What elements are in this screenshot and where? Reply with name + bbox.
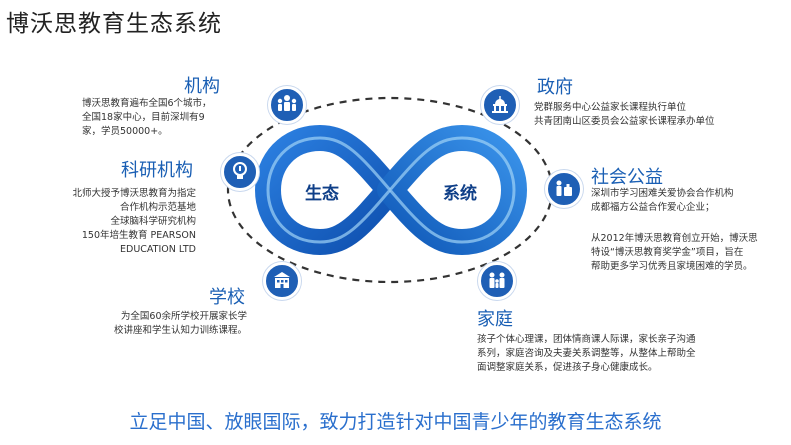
node-desc-jiating: 孩子个体心理课，团体情商课人际课，家长亲子沟通 系列，家庭咨询及夫妻关系调整等，… bbox=[477, 333, 696, 375]
desc-line: 特设“博沃思教育奖学金”项目，旨在 bbox=[591, 247, 744, 258]
desc-line: 合作机构示范基地 bbox=[119, 202, 196, 213]
node-title-shehui: 社会公益 bbox=[591, 167, 663, 188]
desc-line: 成都福方公益合作爱心企业； bbox=[591, 202, 715, 213]
desc-line: 深圳市学习困难关爱协会合作机构 bbox=[591, 188, 734, 199]
desc-line: 150年培生教育 PEARSON bbox=[81, 230, 196, 241]
desc-line: 孩子个体心理课，团体情商课人际课，家长亲子沟通 bbox=[477, 334, 696, 345]
desc-line: 家，学员50000+。 bbox=[82, 126, 168, 137]
node-desc-xuexiao: 为全国60余所学校开展家长学 校讲座和学生认知力训练课程。 bbox=[93, 310, 247, 338]
desc-line: 全球脑科学研究机构 bbox=[110, 216, 196, 227]
node-title-jiating: 家庭 bbox=[477, 309, 513, 330]
people-group-icon bbox=[268, 86, 306, 124]
desc-line: EDUCATION LTD bbox=[120, 244, 196, 255]
infinity-left-label: 生态 bbox=[305, 184, 339, 204]
desc-line: 校讲座和学生认知力训练课程。 bbox=[113, 325, 247, 336]
desc-line: 帮助更多学习优秀且家境困难的学员。 bbox=[591, 261, 753, 272]
lightbulb-icon bbox=[221, 153, 259, 191]
node-desc-keyan: 北师大授予博沃思教育为指定 合作机构示范基地 全球脑科学研究机构 150年培生教… bbox=[52, 187, 196, 257]
node-desc-shehui-2: 从2012年博沃思教育创立开始，博沃思 特设“博沃思教育奖学金”项目，旨在 帮助… bbox=[591, 232, 758, 274]
node-title-jigou: 机构 bbox=[184, 76, 220, 97]
desc-line: 博沃思教育遍布全国6个城市， bbox=[82, 98, 212, 109]
node-title-keyan: 科研机构 bbox=[121, 160, 193, 181]
node-desc-zhengfu: 党群服务中心公益家长课程执行单位 共青团南山区委员会公益家长课程承办单位 bbox=[534, 101, 715, 129]
capitol-building-icon bbox=[481, 86, 519, 124]
desc-line: 党群服务中心公益家长课程执行单位 bbox=[534, 102, 687, 113]
desc-line: 面调整家庭关系，促进孩子身心健康成长。 bbox=[477, 362, 658, 373]
infinity-right-label: 系统 bbox=[443, 184, 477, 204]
desc-line: 从2012年博沃思教育创立开始，博沃思 bbox=[591, 233, 758, 244]
page-title: 博沃思教育生态系统 bbox=[6, 11, 222, 37]
node-title-xuexiao: 学校 bbox=[209, 287, 245, 308]
desc-line: 共青团南山区委员会公益家长课程承办单位 bbox=[534, 116, 715, 127]
desc-line: 北师大授予博沃思教育为指定 bbox=[72, 188, 196, 199]
desc-line: 系列，家庭咨询及夫妻关系调整等，从整体上帮助全 bbox=[477, 348, 696, 359]
desc-line: 为全国60余所学校开展家长学 bbox=[120, 311, 247, 322]
charity-people-icon bbox=[545, 170, 583, 208]
school-building-icon bbox=[263, 262, 301, 300]
family-icon bbox=[478, 262, 516, 300]
node-desc-shehui: 深圳市学习困难关爱协会合作机构 成都福方公益合作爱心企业； bbox=[591, 187, 734, 215]
desc-line: 全国18家中心，目前深圳有9 bbox=[82, 112, 205, 123]
infinity-symbol bbox=[254, 124, 528, 256]
node-title-zhengfu: 政府 bbox=[537, 77, 573, 98]
node-desc-jigou: 博沃思教育遍布全国6个城市， 全国18家中心，目前深圳有9 家，学员50000+… bbox=[82, 97, 212, 139]
footer-slogan: 立足中国、放眼国际，致力打造针对中国青少年的教育生态系统 bbox=[129, 411, 662, 433]
